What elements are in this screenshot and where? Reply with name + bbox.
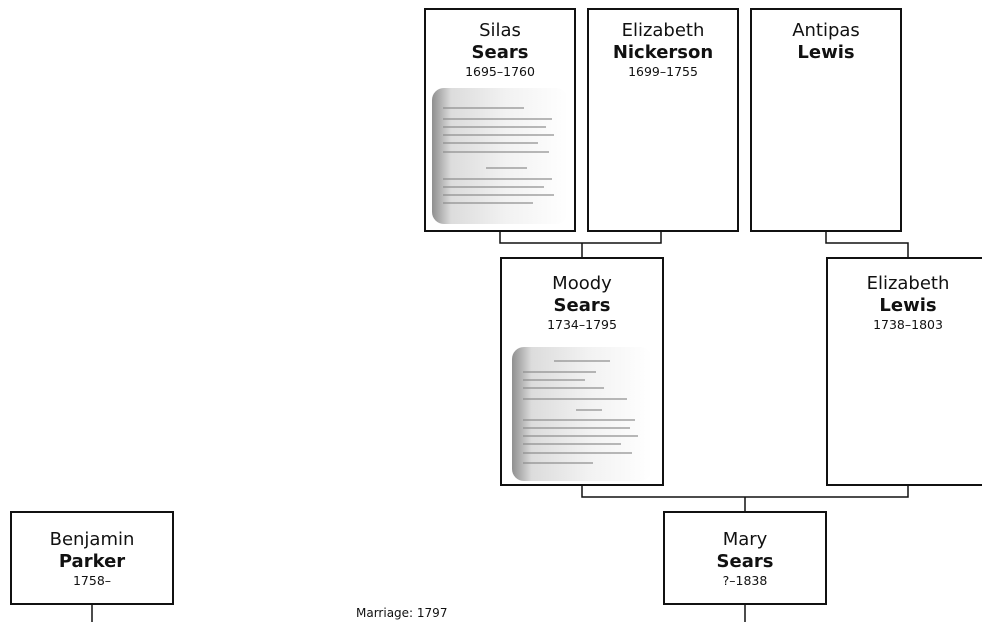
- surname: Sears: [553, 295, 611, 316]
- given-name: Silas: [479, 20, 521, 41]
- surname: Parker: [58, 551, 126, 572]
- life-dates: 1734–1795: [547, 317, 617, 332]
- person-card-elizabeth-lewis[interactable]: Elizabeth Lewis 1738–1803: [826, 257, 982, 486]
- life-dates: 1695–1760: [465, 64, 535, 79]
- connector-antipas-to-elizabeth-lewis: [825, 231, 909, 258]
- surname: Nickerson: [612, 42, 714, 63]
- connector-moody-elizabeth-to-mary: [581, 485, 909, 498]
- life-dates: 1738–1803: [873, 317, 943, 332]
- given-name: Benjamin: [49, 529, 135, 550]
- life-dates: 1758–: [72, 573, 112, 588]
- surname: Lewis: [879, 295, 937, 316]
- person-card-silas-sears[interactable]: Silas Sears 1695–1760: [424, 8, 576, 232]
- document-thumbnail[interactable]: [512, 347, 652, 481]
- surname: Lewis: [797, 42, 855, 63]
- given-name: Moody: [552, 273, 612, 294]
- given-name: Antipas: [792, 20, 860, 41]
- person-card-antipas-lewis[interactable]: Antipas Lewis: [750, 8, 902, 232]
- person-card-moody-sears[interactable]: Moody Sears 1734–1795: [500, 257, 664, 486]
- life-dates: ?–1838: [722, 573, 768, 588]
- connector-silas-elizabeth-to-moody: [499, 231, 662, 244]
- given-name: Mary: [722, 529, 768, 550]
- person-card-elizabeth-nickerson[interactable]: Elizabeth Nickerson 1699–1755: [587, 8, 739, 232]
- person-card-benjamin-parker[interactable]: Benjamin Parker 1758–: [10, 511, 174, 605]
- given-name: Elizabeth: [621, 20, 705, 41]
- marriage-label: Marriage: 1797: [356, 606, 448, 620]
- given-name: Elizabeth: [866, 273, 950, 294]
- life-dates: 1699–1755: [628, 64, 698, 79]
- document-thumbnail[interactable]: [432, 88, 568, 224]
- person-card-mary-sears[interactable]: Mary Sears ?–1838: [663, 511, 827, 605]
- surname: Sears: [716, 551, 774, 572]
- surname: Sears: [471, 42, 529, 63]
